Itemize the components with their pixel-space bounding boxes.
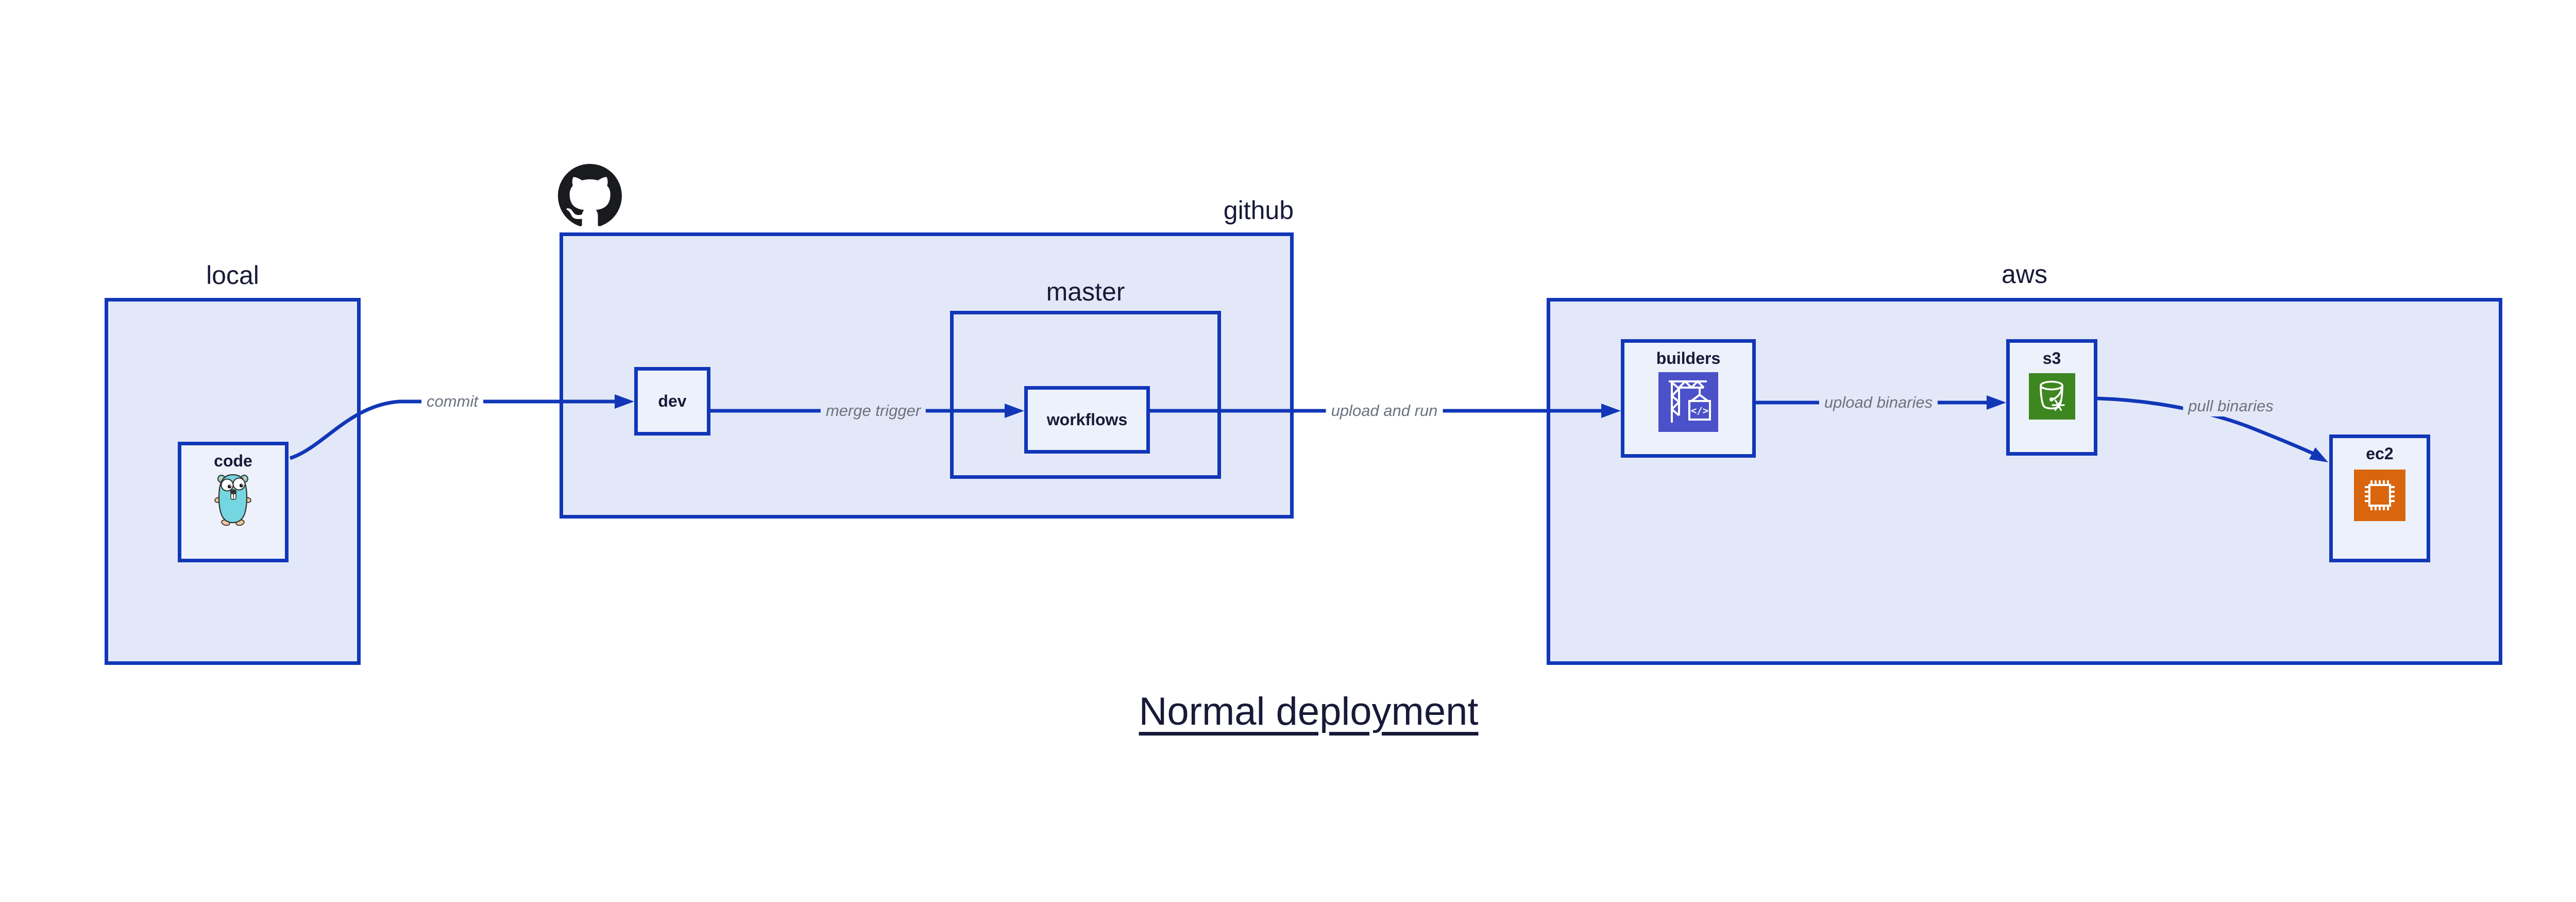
node-label-ec2: ec2 [2366, 444, 2394, 463]
edge-label-upload-binaries: upload binaries [1819, 392, 1938, 413]
group-label-github: github [1223, 196, 1294, 225]
edge-label-merge-trigger: merge trigger [820, 400, 926, 421]
node-label-dev: dev [658, 392, 687, 410]
aws-ec2-chip-icon [2354, 466, 2405, 525]
group-label-local: local [206, 261, 259, 290]
svg-text:</>: </> [1691, 405, 1708, 416]
github-octocat-icon [558, 164, 622, 228]
node-label-s3: s3 [2042, 349, 2061, 368]
edge-label-upload-and-run: upload and run [1326, 400, 1443, 421]
go-gopher-icon [214, 472, 251, 526]
aws-codebuild-crane-icon: </> [1658, 372, 1718, 432]
node-workflows: workflows [1024, 386, 1150, 454]
edge-label-commit: commit [421, 391, 483, 412]
group-label-master: master [1046, 277, 1125, 306]
node-label-builders: builders [1656, 349, 1721, 368]
node-label-workflows: workflows [1046, 410, 1128, 429]
edge-label-pull-binaries: pull binaries [2183, 396, 2279, 416]
node-dev: dev [634, 367, 710, 436]
group-label-aws: aws [2002, 260, 2047, 289]
aws-s3-glacier-bucket-icon [2029, 373, 2075, 420]
diagram-title: Normal deployment [1139, 690, 1479, 733]
node-label-code: code [214, 452, 252, 470]
